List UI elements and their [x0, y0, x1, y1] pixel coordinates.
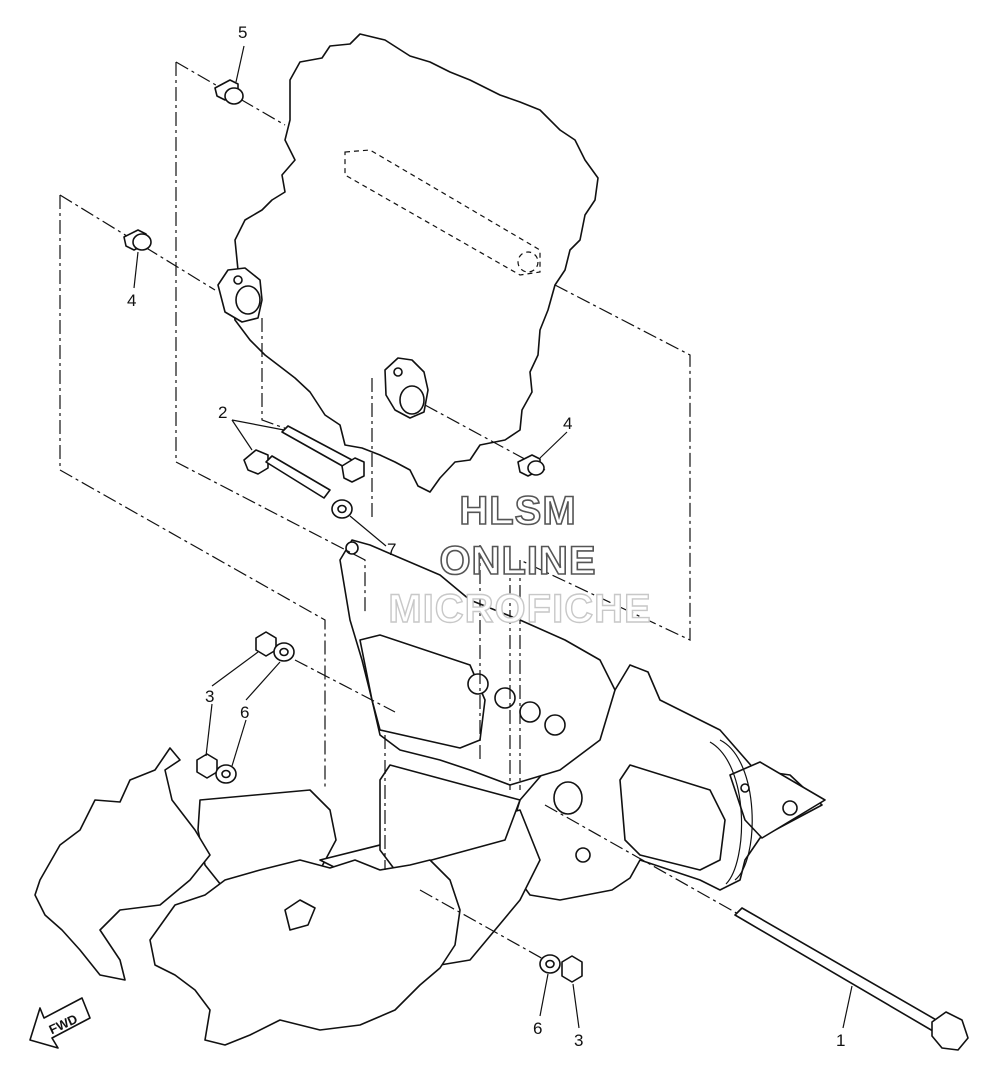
engine-block	[217, 33, 599, 493]
part-4-bolt-left	[123, 229, 152, 251]
part-3-nut-upper	[255, 631, 277, 657]
callout-7: 7	[387, 540, 396, 559]
callout-3-upper: 3	[205, 687, 214, 706]
callout-5: 5	[238, 23, 247, 42]
callout-2: 2	[218, 403, 227, 422]
forward-arrow-icon: FWD	[29, 997, 91, 1049]
part-5-bolt	[214, 79, 244, 105]
leader-lines	[133, 45, 853, 1029]
part-1-long-bolt	[734, 907, 969, 1051]
watermark-line-2: ONLINE	[439, 539, 596, 583]
callout-labels: 5 4 4 2 7 3 6 6 3 1	[127, 23, 845, 1050]
frame-cradle	[34, 539, 826, 1046]
part-6-washer-upper	[273, 642, 295, 662]
part-4-bolt-right	[517, 454, 545, 477]
part-7-washer	[331, 499, 353, 519]
callout-1: 1	[836, 1031, 845, 1050]
callout-4-left: 4	[127, 291, 136, 310]
watermark-line-3: MICROFICHE	[388, 587, 651, 631]
part-3-nut-lower-right	[561, 955, 583, 983]
part-2-bolts	[243, 425, 365, 499]
part-3-nut-lower-left	[196, 753, 218, 779]
callout-4-right: 4	[563, 414, 572, 433]
callout-6-upper: 6	[240, 703, 249, 722]
callout-6-lower: 6	[533, 1019, 542, 1038]
watermark: HLSM ONLINE MICROFICHE	[388, 488, 652, 632]
alignment-lines	[59, 61, 741, 961]
part-6-washer-lower-right	[539, 954, 561, 974]
part-6-washer-lower-left	[215, 764, 237, 784]
callout-3-lower: 3	[574, 1031, 583, 1050]
watermark-line-1: HLSM	[459, 489, 576, 533]
